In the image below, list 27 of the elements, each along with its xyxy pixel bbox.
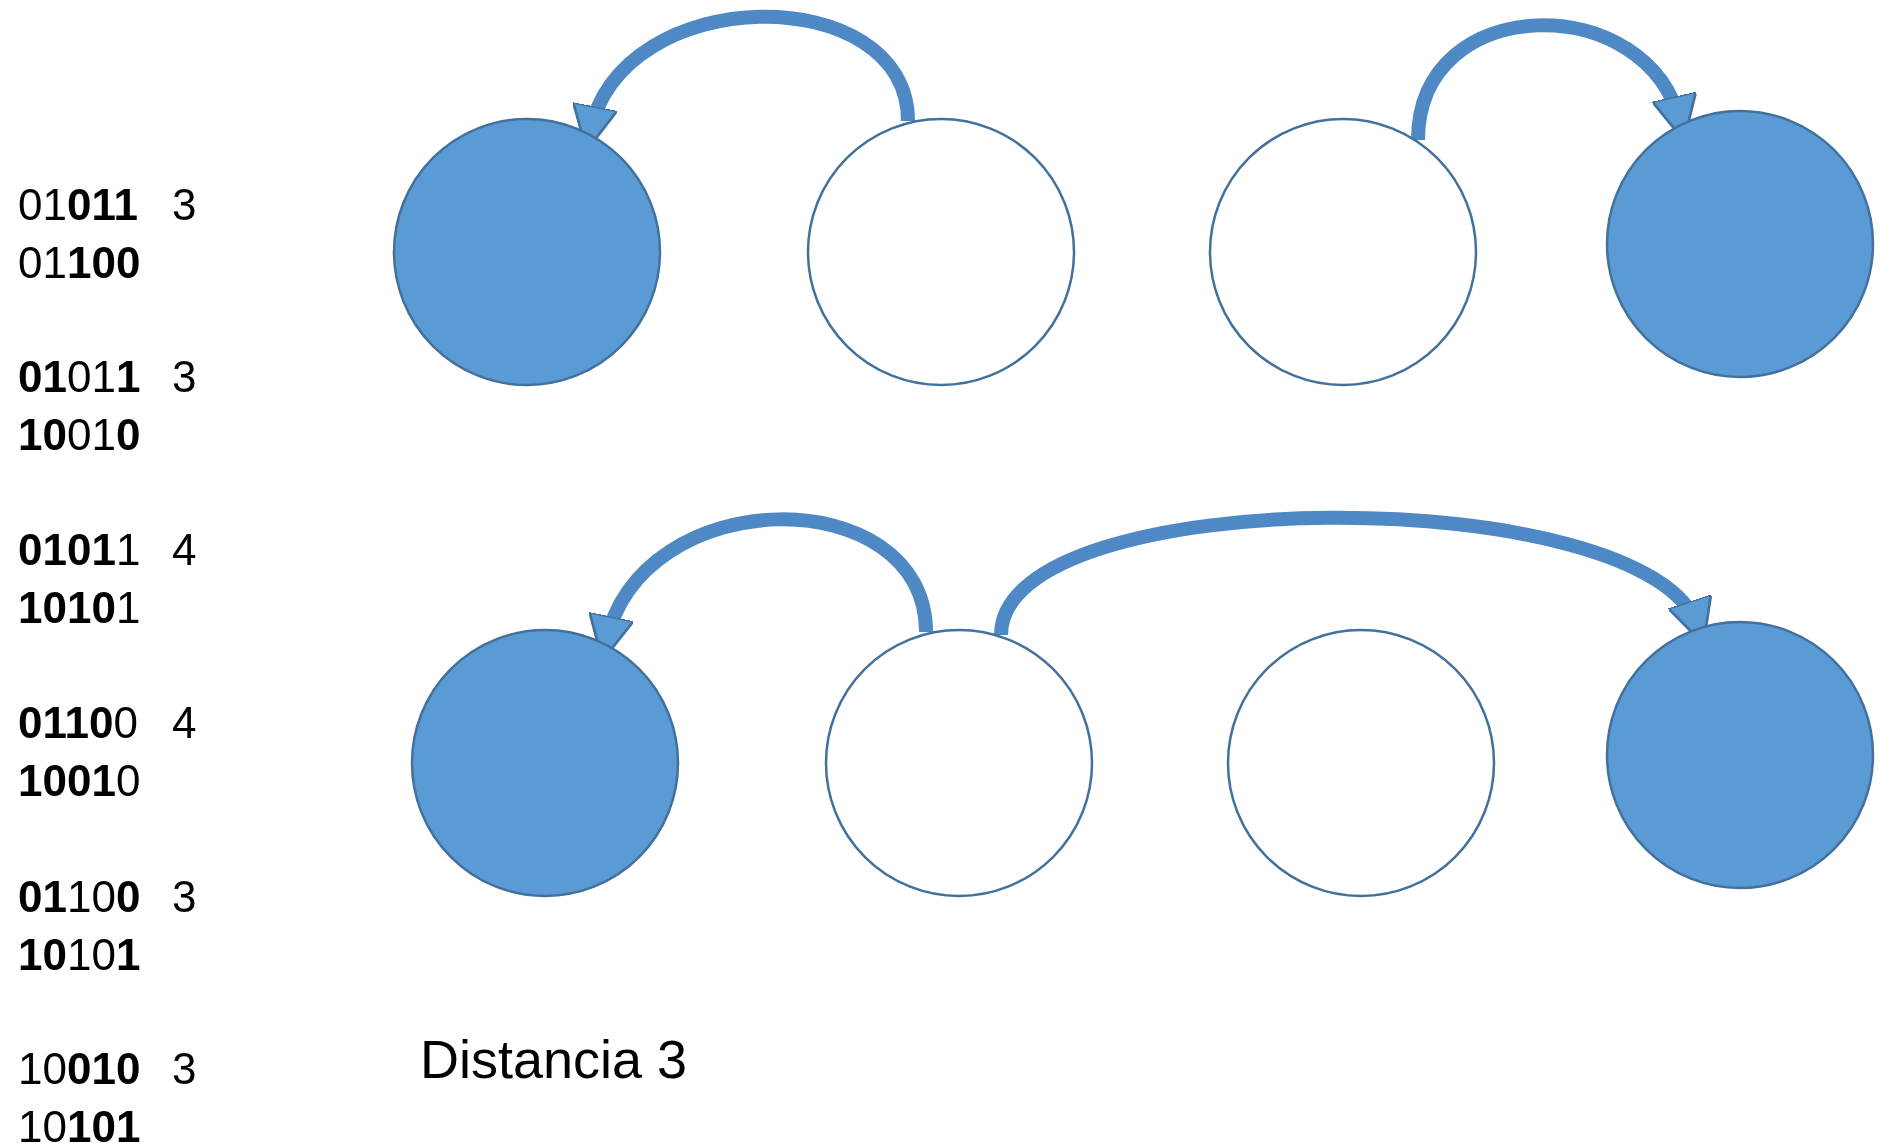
distance-number: 3: [172, 1044, 197, 1094]
circle: [392, 117, 662, 387]
distance-number: 4: [172, 525, 197, 575]
binary-code: 10101: [18, 930, 141, 980]
binary-code: 01100: [18, 698, 138, 748]
circle: [1605, 109, 1875, 379]
binary-code: 01100: [18, 872, 141, 922]
circle: [1605, 620, 1875, 890]
distance-number: 3: [172, 872, 197, 922]
caption-text: Distancia 3: [420, 1028, 688, 1090]
circle: [1208, 117, 1478, 387]
binary-code: 10010: [18, 756, 141, 806]
distance-number: 3: [172, 352, 197, 402]
binary-code: 01100: [18, 238, 141, 288]
circle: [824, 628, 1094, 898]
binary-code: 10101: [18, 583, 141, 633]
binary-code: 10101: [18, 1102, 141, 1143]
circle: [1226, 628, 1496, 898]
binary-code: 01011: [18, 180, 138, 230]
binary-code: 10010: [18, 1044, 141, 1094]
binary-code: 10010: [18, 410, 141, 460]
circle: [806, 117, 1076, 387]
binary-code: 01011: [18, 525, 141, 575]
circle: [410, 628, 680, 898]
binary-code: 01011: [18, 352, 141, 402]
distance-number: 4: [172, 698, 197, 748]
distance-number: 3: [172, 180, 197, 230]
